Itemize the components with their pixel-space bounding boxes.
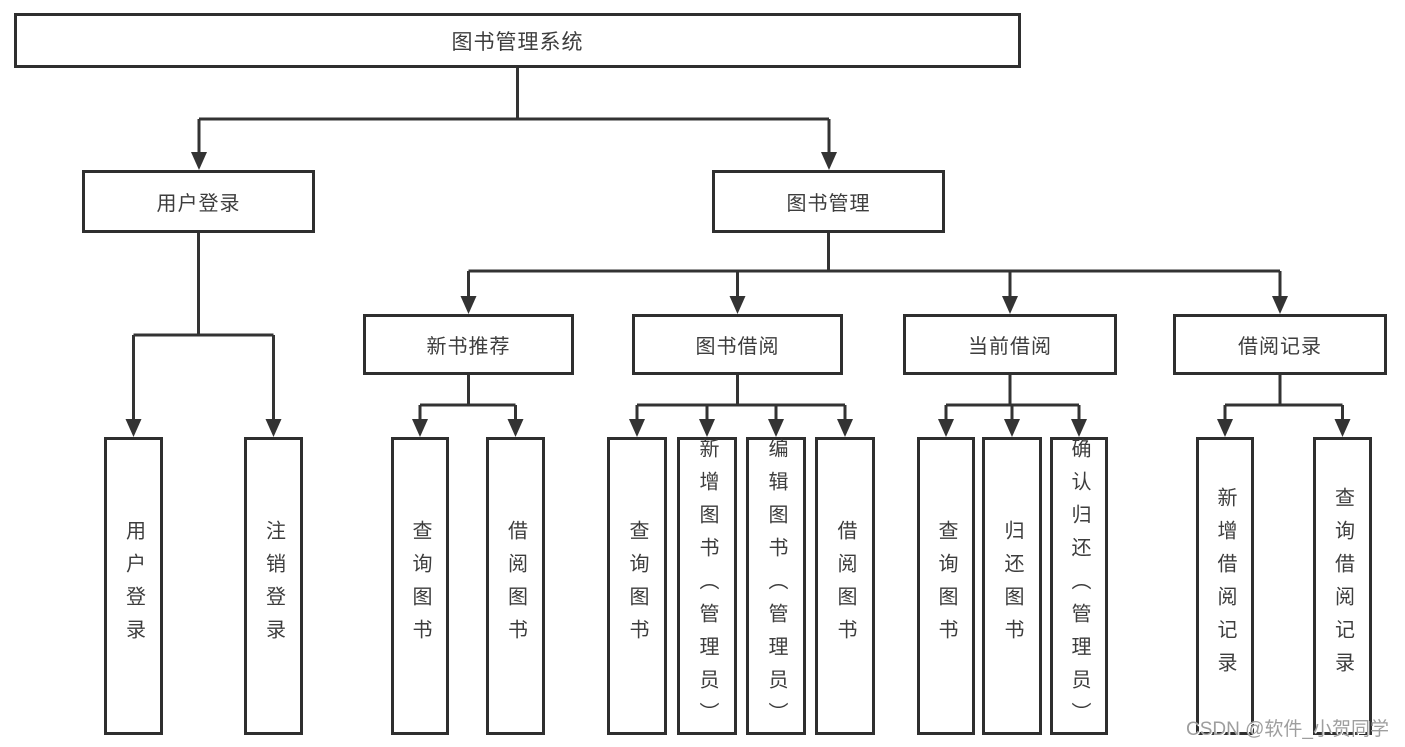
node-add-borrow-record: 新增借阅记录 bbox=[1196, 437, 1254, 735]
edge-book-management-to-level3 bbox=[460, 233, 1288, 314]
node-label: 归还图书 bbox=[1001, 520, 1023, 652]
node-book-borrowing: 图书借阅 bbox=[632, 314, 843, 375]
edge-book-borrowing-to-leaves bbox=[629, 375, 853, 437]
csdn-watermark: CSDN @软件_小贺同学 bbox=[1186, 719, 1389, 740]
node-label: 借阅图书 bbox=[834, 520, 856, 652]
node-label: 新增借阅记录 bbox=[1214, 487, 1236, 685]
node-new-book-recommend: 新书推荐 bbox=[363, 314, 574, 375]
node-borrowing-records: 借阅记录 bbox=[1173, 314, 1387, 375]
node-query-borrow-record: 查询借阅记录 bbox=[1313, 437, 1372, 735]
node-label: 借阅图书 bbox=[504, 520, 527, 652]
node-library-system: 图书管理系统 bbox=[14, 13, 1021, 68]
node-logout: 注销登录 bbox=[244, 437, 303, 735]
node-borrow-books-recommend: 借阅图书 bbox=[486, 437, 545, 735]
node-edit-books-admin: 编辑图书（管理员） bbox=[746, 437, 806, 735]
node-label: 查询图书 bbox=[935, 520, 957, 652]
node-confirm-return-admin: 确认归还（管理员） bbox=[1050, 437, 1108, 735]
node-label: 查询图书 bbox=[409, 520, 431, 652]
node-book-management: 图书管理 bbox=[712, 170, 945, 233]
node-label: 注销登录 bbox=[262, 520, 285, 652]
node-user-login: 用户登录 bbox=[82, 170, 315, 233]
node-label: 查询借阅记录 bbox=[1331, 487, 1354, 685]
node-label: 用户登录 bbox=[122, 520, 145, 652]
node-return-books: 归还图书 bbox=[982, 437, 1042, 735]
node-query-books-recommend: 查询图书 bbox=[391, 437, 449, 735]
node-label: 确认归还（管理员） bbox=[1068, 437, 1090, 735]
node-label: 查询图书 bbox=[626, 520, 648, 652]
edge-user-login-to-leaves bbox=[125, 233, 282, 437]
node-borrow-books-leaf: 借阅图书 bbox=[815, 437, 875, 735]
node-query-books-current: 查询图书 bbox=[917, 437, 975, 735]
node-label: 新增图书（管理员） bbox=[696, 437, 718, 735]
node-label: 编辑图书（管理员） bbox=[765, 437, 787, 735]
edge-root-to-level2 bbox=[191, 68, 837, 170]
edge-new-book-recommend-to-leaves bbox=[412, 375, 524, 437]
node-query-books-borrowing: 查询图书 bbox=[607, 437, 667, 735]
node-add-books-admin: 新增图书（管理员） bbox=[677, 437, 737, 735]
edge-current-borrowing-to-leaves bbox=[938, 375, 1087, 437]
node-user-login-leaf: 用户登录 bbox=[104, 437, 163, 735]
edge-borrowing-records-to-leaves bbox=[1217, 375, 1351, 437]
node-current-borrowing: 当前借阅 bbox=[903, 314, 1117, 375]
